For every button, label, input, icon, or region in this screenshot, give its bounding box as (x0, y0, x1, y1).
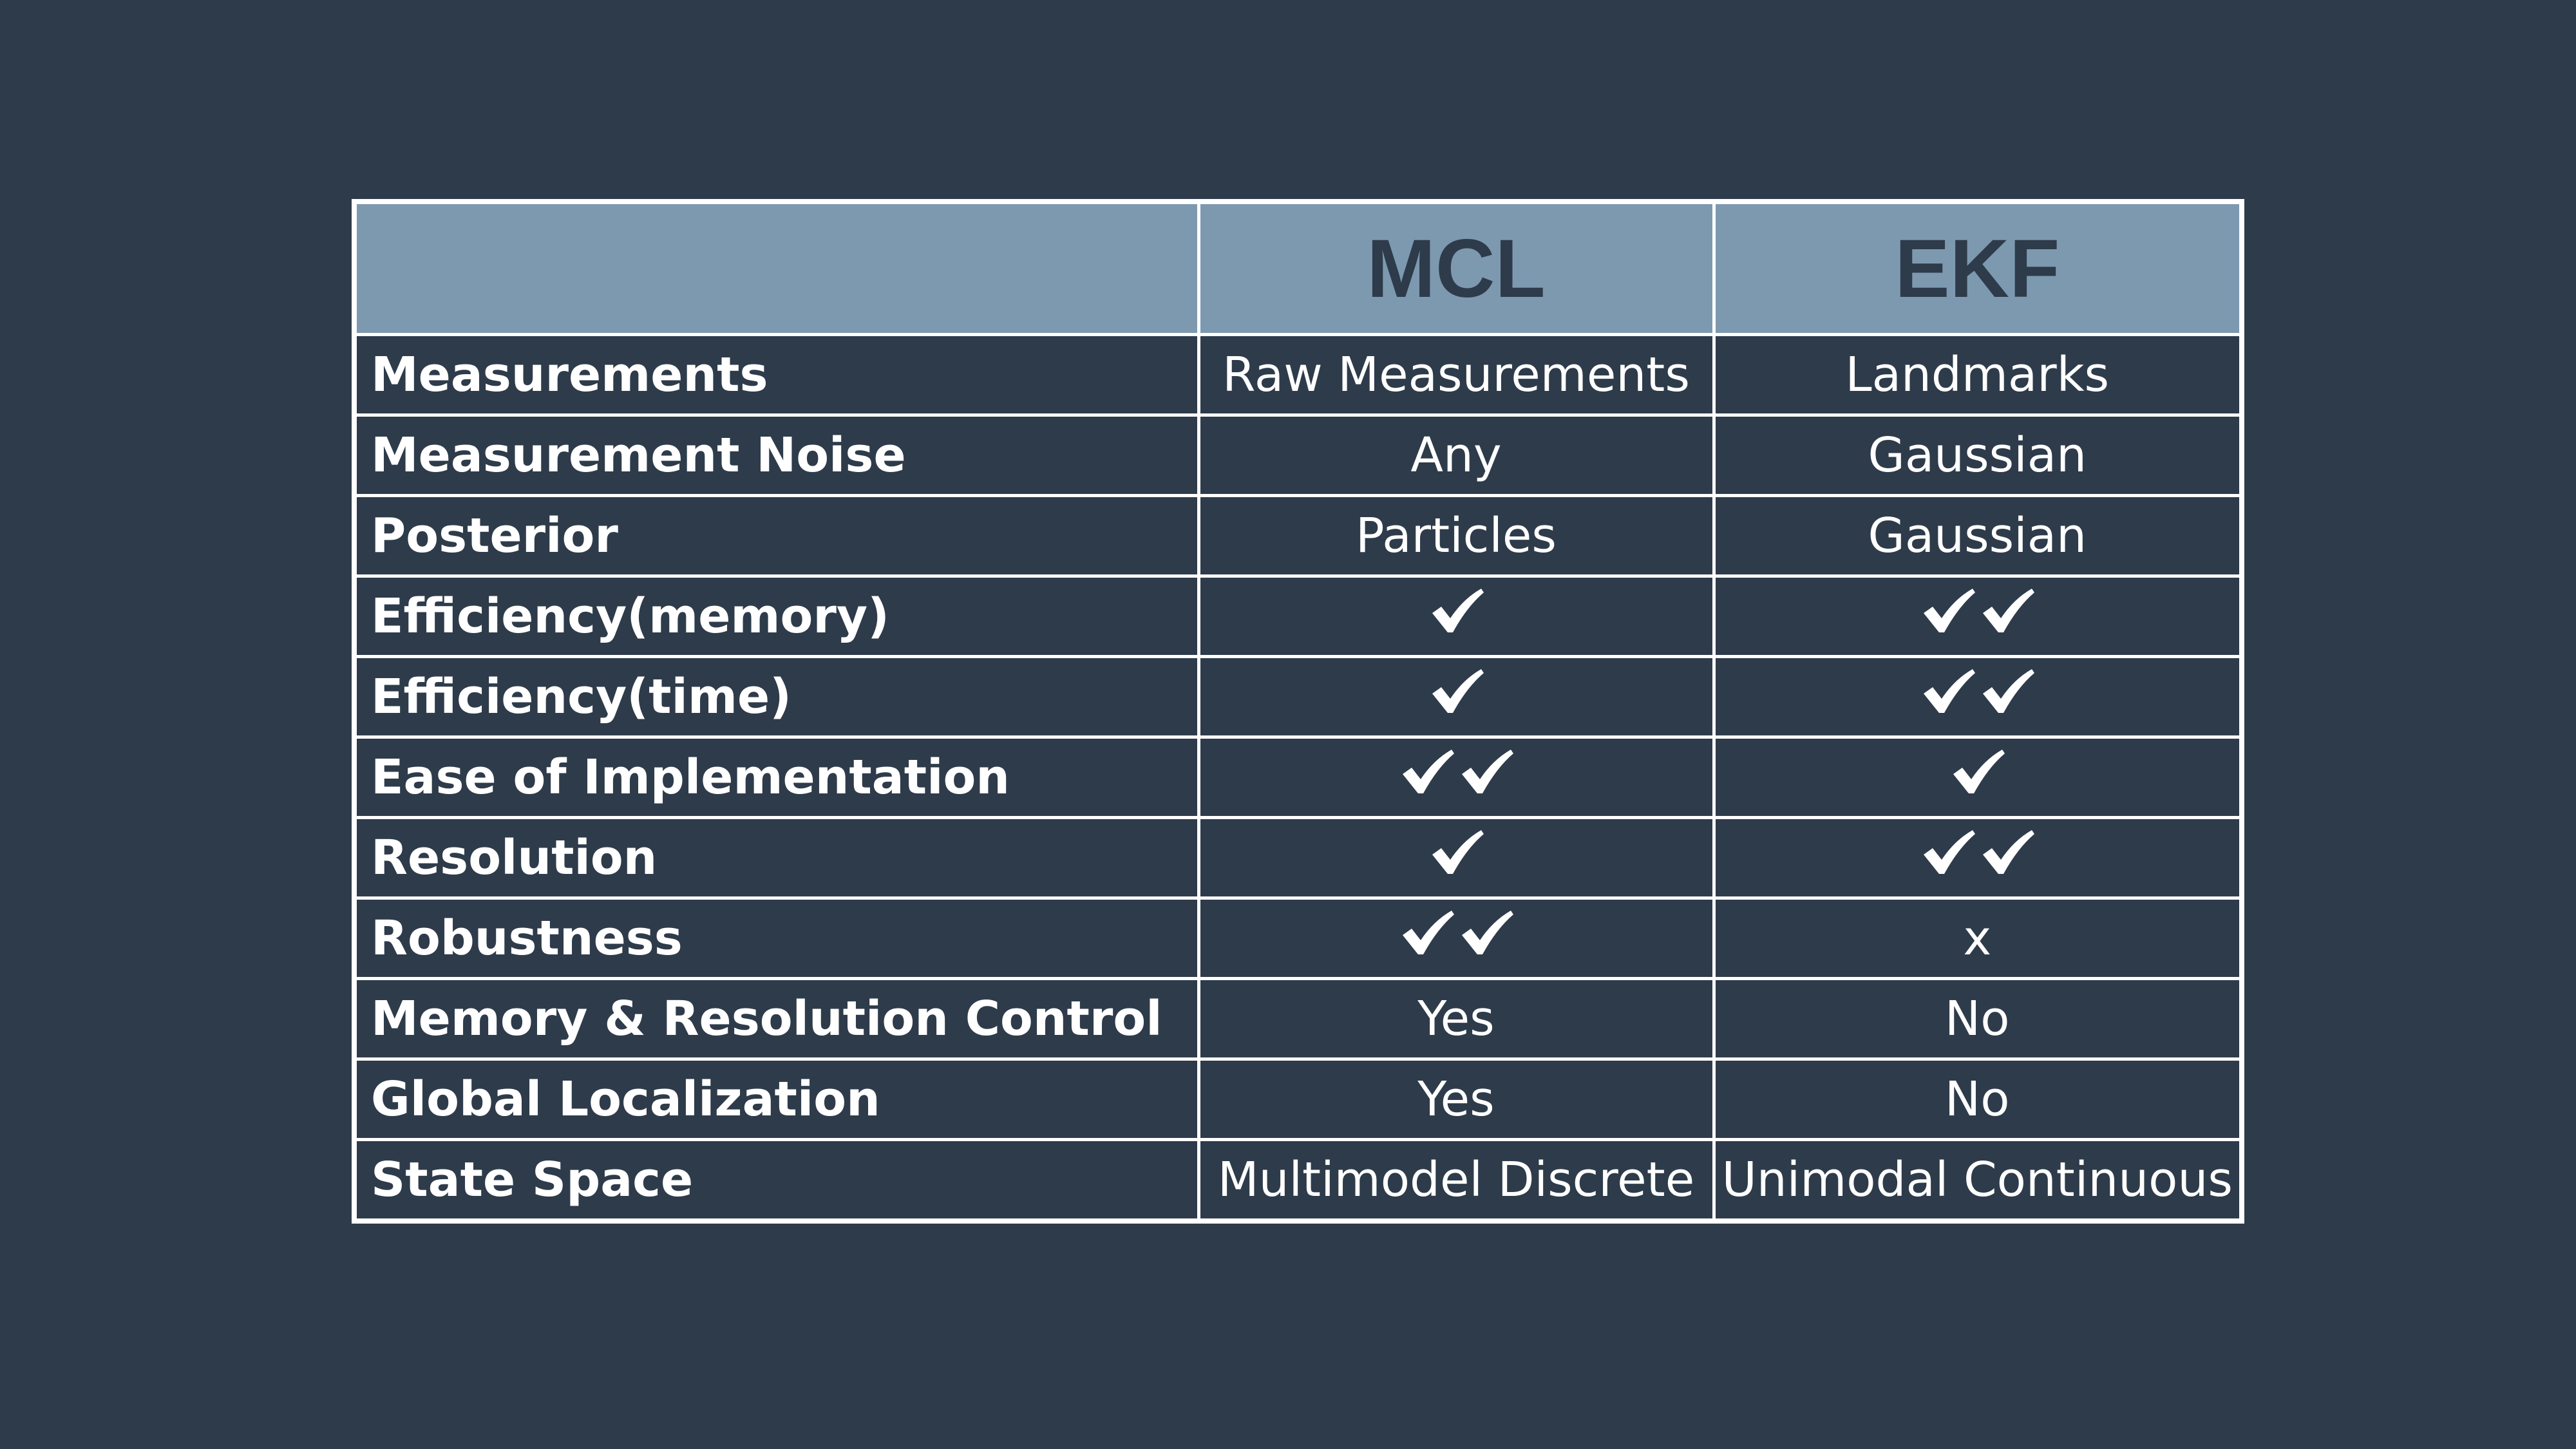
table-row: Resolution (352, 815, 2244, 900)
mcl-check-cell (1197, 735, 1716, 819)
ekf-checks (1948, 746, 2006, 797)
check-icon (1918, 826, 1976, 878)
row-label: Measurement Noise (352, 413, 1200, 497)
header-mcl: MCL (1197, 200, 1716, 336)
mcl-value: Multimodel Discrete (1197, 1137, 1716, 1223)
row-label: Global Localization (352, 1057, 1200, 1141)
check-icon (1427, 826, 1485, 878)
row-label: Efficiency(memory) (352, 574, 1200, 658)
mcl-value: Yes (1197, 976, 1716, 1061)
mcl-check-cell (1197, 574, 1716, 658)
check-icon (1427, 585, 1485, 636)
row-label: Memory & Resolution Control (352, 976, 1200, 1061)
row-label: State Space (352, 1137, 1200, 1223)
ekf-check-cell (1712, 815, 2244, 900)
check-icon (1978, 826, 2036, 878)
ekf-value: No (1712, 976, 2244, 1061)
mcl-check-cell (1197, 654, 1716, 739)
ekf-value: Gaussian (1712, 493, 2244, 578)
row-label: Measurements (352, 333, 1200, 417)
mcl-value: Raw Measurements (1197, 333, 1716, 417)
table-row: Efficiency(time) (352, 654, 2244, 739)
ekf-value: x (1712, 896, 2244, 980)
ekf-check-cell (1712, 735, 2244, 819)
header-ekf: EKF (1712, 200, 2244, 336)
table-row: Robustness x (352, 896, 2244, 980)
table-row: Efficiency(memory) (352, 574, 2244, 658)
ekf-value: Unimodal Continuous (1712, 1137, 2244, 1223)
mcl-checks (1397, 907, 1515, 958)
row-label: Posterior (352, 493, 1200, 578)
header-row: MCL EKF (352, 200, 2244, 336)
check-icon (1978, 665, 2036, 717)
check-icon (1457, 746, 1515, 797)
check-icon (1427, 665, 1485, 717)
check-icon (1948, 746, 2006, 797)
mcl-value: Yes (1197, 1057, 1716, 1141)
ekf-checks (1918, 585, 2036, 636)
ekf-value: No (1712, 1057, 2244, 1141)
check-icon (1457, 907, 1515, 958)
mcl-value: Particles (1197, 493, 1716, 578)
ekf-check-cell (1712, 574, 2244, 658)
mcl-check-cell (1197, 896, 1716, 980)
ekf-value: Gaussian (1712, 413, 2244, 497)
check-icon (1918, 585, 1976, 636)
mcl-checks (1397, 746, 1515, 797)
mcl-check-cell (1197, 815, 1716, 900)
ekf-value: Landmarks (1712, 333, 2244, 417)
table-row: Ease of Implementation (352, 735, 2244, 819)
check-icon (1397, 907, 1455, 958)
header-corner-cell (352, 200, 1200, 336)
mcl-checks (1427, 665, 1485, 717)
check-icon (1397, 746, 1455, 797)
row-label: Efficiency(time) (352, 654, 1200, 739)
mcl-checks (1427, 585, 1485, 636)
ekf-check-cell (1712, 654, 2244, 739)
row-label: Robustness (352, 896, 1200, 980)
mcl-checks (1427, 826, 1485, 878)
check-icon (1918, 665, 1976, 717)
ekf-checks (1918, 665, 2036, 717)
check-icon (1978, 585, 2036, 636)
mcl-value: Any (1197, 413, 1716, 497)
row-label: Resolution (352, 815, 1200, 900)
ekf-checks (1918, 826, 2036, 878)
row-label: Ease of Implementation (352, 735, 1200, 819)
